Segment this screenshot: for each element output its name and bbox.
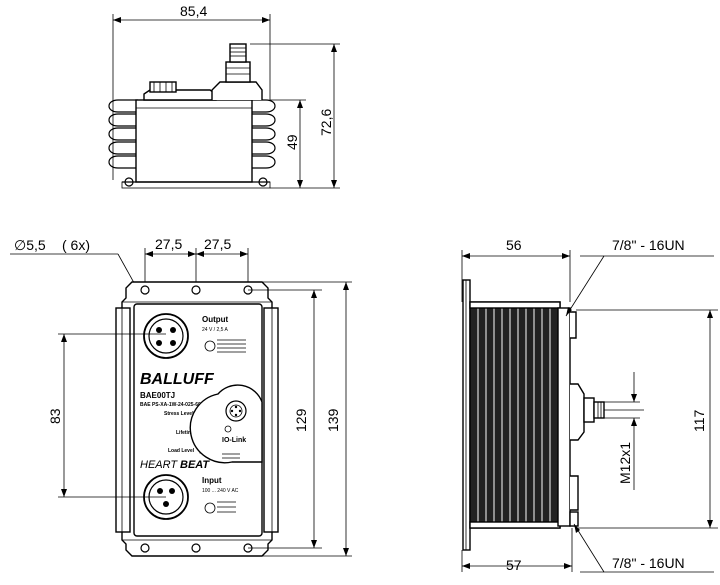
dim-thread-top: 7/8" - 16UN bbox=[612, 237, 685, 253]
dim-hole-diameter: ∅5,5 bbox=[14, 237, 46, 253]
dim-spacing-2: 27,5 bbox=[204, 236, 231, 252]
dim-spacing-1: 27,5 bbox=[155, 236, 182, 252]
dim-front-139: 139 bbox=[325, 408, 341, 432]
front-view: ∅5,5 ( 6x) 27,5 27,5 bbox=[10, 236, 352, 557]
dim-front-83: 83 bbox=[47, 408, 63, 424]
dim-front-129: 129 bbox=[293, 408, 309, 432]
stress-level-label: Stress Level bbox=[164, 411, 194, 417]
output-sub: 24 V / 2,5 A bbox=[202, 327, 229, 333]
side-view: 56 M12x1 bbox=[461, 237, 718, 573]
input-label: Input bbox=[202, 476, 222, 485]
dim-side-57: 57 bbox=[506, 557, 522, 573]
heartbeat-logo-b: BEAT bbox=[180, 459, 210, 471]
model-label: BAE00TJ bbox=[140, 391, 175, 400]
dim-side-117: 117 bbox=[691, 409, 707, 432]
dim-side-56: 56 bbox=[506, 237, 522, 253]
io-link-label: IO-Link bbox=[222, 437, 246, 444]
dim-top-width: 85,4 bbox=[180, 3, 207, 19]
output-label: Output bbox=[202, 315, 229, 324]
brand-logo: BALLUFF bbox=[140, 371, 215, 388]
dim-top-49: 49 bbox=[284, 134, 300, 150]
lifetime-label: Lifetime bbox=[176, 430, 195, 436]
heartbeat-logo-a: HEART bbox=[140, 459, 178, 471]
part-code: BAE PS-XA-1W-24-025-602-I bbox=[140, 402, 207, 408]
top-view: 85,4 49 bbox=[108, 3, 340, 189]
dim-m12: M12x1 bbox=[617, 442, 633, 484]
load-level-label: Load Level bbox=[168, 448, 195, 454]
input-sub: 100 ... 240 V AC bbox=[202, 488, 239, 494]
dim-thread-bottom: 7/8" - 16UN bbox=[612, 555, 685, 571]
dim-top-72-6: 72,6 bbox=[318, 109, 334, 136]
dim-hole-count: ( 6x) bbox=[62, 237, 90, 253]
